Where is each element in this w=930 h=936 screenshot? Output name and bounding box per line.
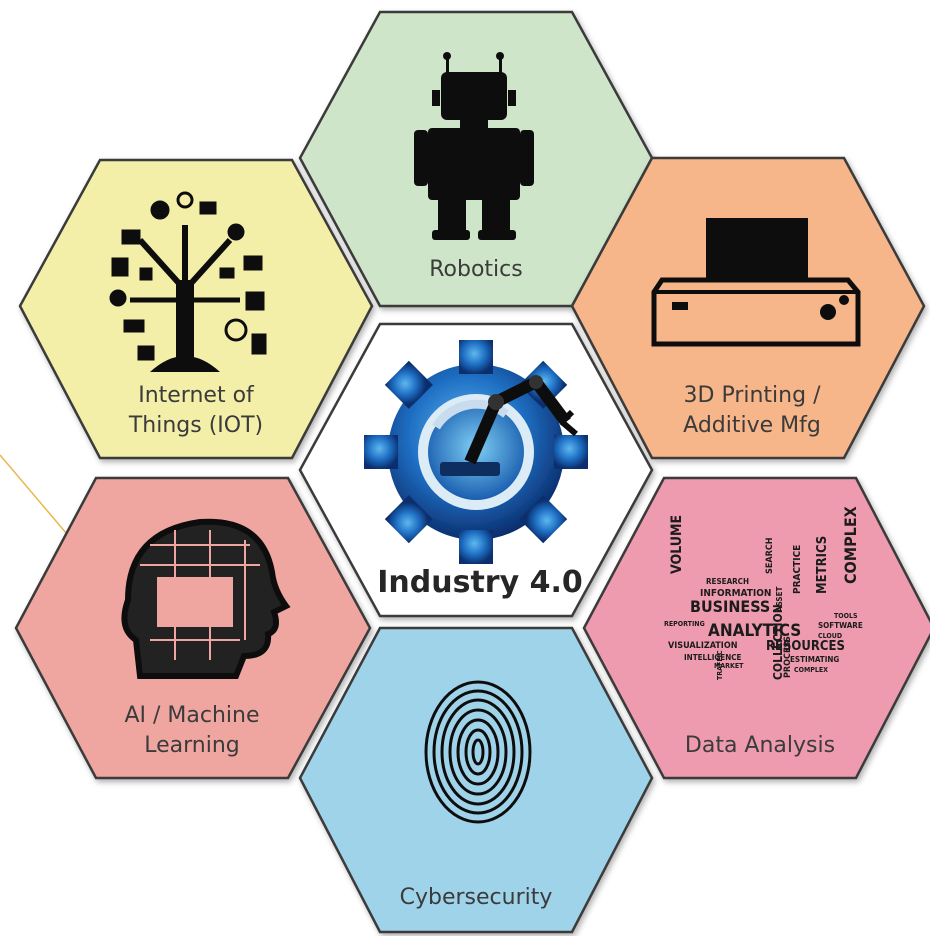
hex-3d-printing: 3D Printing / Additive Mfg xyxy=(570,156,926,460)
hex-iot-label-line1: Internet of xyxy=(138,383,255,408)
accent-line xyxy=(0,454,73,541)
center-label: Industry 4.0 xyxy=(377,565,583,600)
hex-ai-label-line2: Learning xyxy=(144,733,240,758)
hex-robotics: Robotics xyxy=(298,10,654,308)
hex-cybersecurity-label: Cybersecurity xyxy=(400,885,553,910)
device-tree-icon xyxy=(109,191,267,372)
word-search: SEARCH xyxy=(765,537,775,574)
hex-cybersecurity-shape xyxy=(298,626,654,934)
gear-robot-arm-icon xyxy=(364,340,588,564)
word-intelligence: INTELLIGENCE xyxy=(684,653,742,662)
hex-center: Industry 4.0 xyxy=(298,322,654,618)
hex-robotics-label: Robotics xyxy=(429,257,522,282)
word-information: INFORMATION xyxy=(700,588,771,599)
hex-3d-printing-label-line1: 3D Printing / xyxy=(684,383,822,408)
fingerprint-icon xyxy=(424,680,532,824)
robot-icon xyxy=(414,52,534,240)
word-process: PROCESS xyxy=(783,636,793,678)
word-cloud: CLOUD xyxy=(818,632,842,640)
word-business: BUSINESS xyxy=(690,597,770,616)
word-resources: RESOURCES xyxy=(766,639,845,654)
hex-cybersecurity: Cybersecurity xyxy=(298,626,654,934)
word-complex: COMPLEX xyxy=(841,506,860,584)
word-software: SOFTWARE xyxy=(818,621,863,630)
word-visualization: VISUALIZATION xyxy=(668,641,738,651)
hex-ai: AI / Machine Learning xyxy=(14,476,372,780)
word-tools: TOOLS xyxy=(834,612,858,620)
word-research: RESEARCH xyxy=(706,577,749,586)
word-complex-small: COMPLEX xyxy=(794,666,828,674)
word-metrics: METRICS xyxy=(815,536,830,594)
word-traffic: TRAFFIC xyxy=(716,650,724,680)
hex-data-analysis-shape xyxy=(582,476,930,780)
word-cloud-icon: VOLUME RESEARCH INFORMATION BUSINESS ASS… xyxy=(664,506,863,680)
hex-data-analysis-label: Data Analysis xyxy=(685,733,835,758)
word-practice: PRACTICE xyxy=(792,545,803,594)
word-analytics: ANALYTICS xyxy=(708,621,801,641)
hex-ai-label-line1: AI / Machine xyxy=(124,703,259,728)
hex-3d-printing-shape xyxy=(570,156,926,460)
word-reporting: REPORTING xyxy=(664,620,705,628)
word-estimating: ESTIMATING xyxy=(790,655,839,664)
hex-iot-label-line2: Things (IOT) xyxy=(128,413,263,438)
word-asset: ASSET xyxy=(775,587,784,612)
word-market: MARKET xyxy=(714,662,744,670)
word-volume: VOLUME xyxy=(669,515,685,574)
circuit-head-icon xyxy=(121,518,291,679)
hex-3d-printing-label-line2: Additive Mfg xyxy=(683,413,821,438)
hex-iot: Internet of Things (IOT) xyxy=(18,158,374,460)
hex-iot-shape xyxy=(18,158,374,460)
word-collection: COLLECTION xyxy=(771,604,785,680)
3d-printer-icon xyxy=(651,218,861,347)
hex-data-analysis: VOLUME RESEARCH INFORMATION BUSINESS ASS… xyxy=(582,476,930,780)
